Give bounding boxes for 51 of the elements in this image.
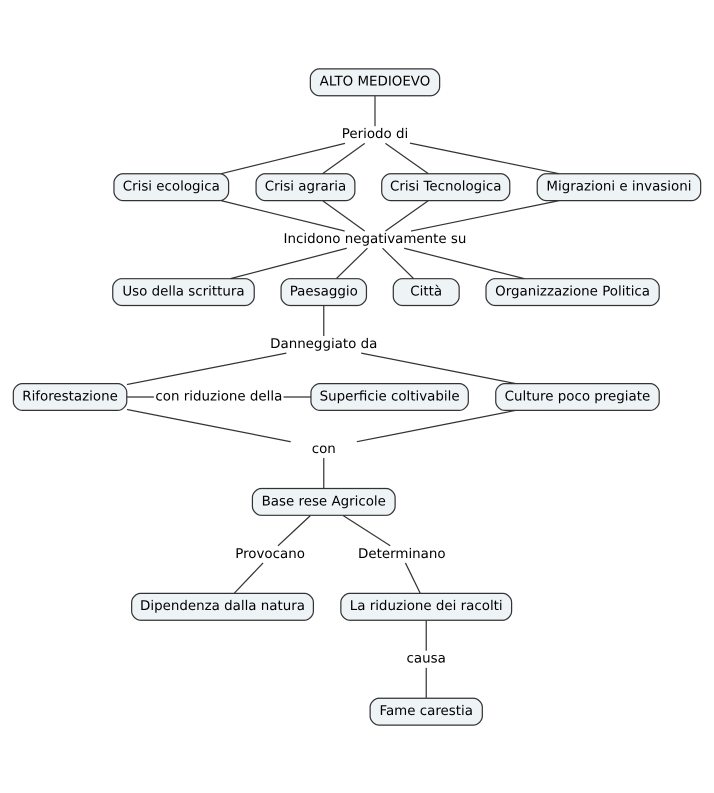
connector [426, 667, 427, 698]
connector [342, 514, 391, 546]
node-box: Culture poco pregiate [495, 382, 660, 411]
node-box: Fame carestia [370, 697, 483, 726]
connector [126, 352, 286, 385]
node-box: Base rese Agricole [252, 487, 396, 516]
connector [336, 247, 368, 278]
connector [385, 200, 429, 231]
connector [230, 247, 347, 279]
connector [323, 305, 324, 336]
node-box: Organizzazione Politica [485, 278, 660, 306]
connector [126, 408, 291, 442]
connector [234, 562, 264, 594]
connector [374, 96, 376, 126]
node-box: La riduzione dei racolti [340, 592, 512, 620]
node-box: Migrazioni e invasioni [536, 172, 702, 201]
connector [385, 142, 428, 174]
node-text: causa [406, 651, 446, 666]
connector [410, 142, 560, 174]
connector [382, 247, 414, 278]
node-box: Uso della scrittura [112, 278, 255, 306]
connector [404, 562, 421, 593]
node-box: Crisi ecologica [113, 172, 230, 201]
connector [278, 514, 311, 546]
connector [410, 200, 560, 232]
connector [284, 396, 311, 398]
node-text: Incidono negativamente su [284, 232, 466, 247]
connector [322, 200, 366, 231]
connector [356, 409, 516, 442]
node-text: Periodo di [342, 126, 408, 142]
connector [361, 352, 516, 384]
node-box: Dipendenza dalla natura [131, 592, 314, 620]
node-box: Riforestazione [12, 382, 128, 411]
node-text: con [312, 441, 336, 456]
connector [426, 620, 427, 650]
node-text: Provocano [235, 546, 305, 562]
node-box: Crisi Tecnologica [381, 172, 510, 201]
node-box: ALTO MEDIOEVO [310, 68, 440, 96]
connector [221, 142, 346, 174]
connector [404, 247, 524, 279]
node-text: Determinano [358, 546, 446, 562]
node-text: Danneggiato da [270, 336, 378, 352]
node-box: Crisi agraria [255, 172, 356, 201]
connector [322, 142, 366, 174]
node-text: con riduzione della [155, 388, 282, 404]
connector [220, 200, 345, 232]
node-box: Città [392, 278, 460, 306]
connector [127, 396, 154, 398]
connector [323, 458, 324, 488]
node-box: Paesaggio [280, 278, 368, 306]
node-box: Superficie coltivabile [310, 382, 469, 411]
